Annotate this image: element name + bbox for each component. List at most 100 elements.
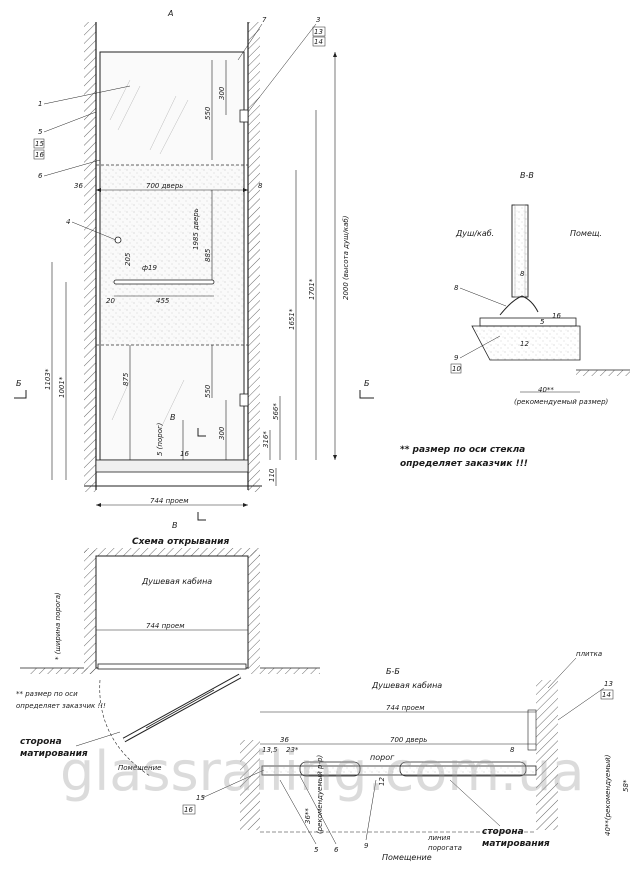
dim-1701: 1701* [308,278,316,300]
callout-16: 16 [35,151,44,159]
bb-dim-13-5: 13,5 [262,746,278,754]
cabin-outline [95,555,249,669]
vv-callout-9: 9 [454,354,459,362]
vv-dim-16: 16 [552,312,561,320]
dim-110: 110 [268,468,276,482]
bb-dim-opening: 744 проем [386,704,425,712]
bb-callout-14: 14 [602,691,611,699]
callout-5: 5 [38,128,43,136]
bb-title: Б-Б [386,667,400,676]
dim-550-bottom: 550 [204,384,212,398]
bb-threshold-line-2: порогата [428,844,462,852]
glass-section [511,204,529,298]
bb-matting-1: сторона [482,827,524,837]
bb-label-threshold: порог [370,753,395,762]
vv-label-shower: Душ/каб. [455,229,494,238]
dim-455: 455 [156,297,170,305]
bb-door-glass [261,765,537,776]
section-b-left: Б [16,379,22,388]
callout-1: 1 [38,100,42,108]
dim-566: 566* [272,403,280,420]
bb-callout-9: 9 [364,842,369,850]
watermark: glassrailing.com.ua [60,740,584,803]
opening-scheme: Схема открывания Душевая кабина 744 прое… [16,537,320,777]
bb-threshold-line-1: линия [427,834,450,842]
bb-label-tile: плитка [576,650,602,658]
dim-1001: 1001* [58,376,66,398]
vv-callout-8: 8 [454,284,459,292]
bb-callout-6: 6 [334,846,339,854]
vv-callout-10: 10 [452,365,461,373]
bb-dim-12: 12 [378,777,386,786]
dim-16: 16 [180,450,189,458]
bb-dim-58: 58* [622,779,630,792]
scheme-label-cabin: Душевая кабина [141,577,212,586]
bb-dim-36-star: 36** [304,808,312,824]
section-vv: В-В Душ/каб. Помещ. 8 5 16 12 40** (реко… [400,171,630,469]
vv-dim-5: 5 [540,318,545,326]
section-bb: Б-Б Душевая кабина плитка 744 проем 36 7… [182,650,630,862]
matted-zone [100,165,244,345]
scheme-matting-2: матирования [20,749,88,759]
callout-14: 14 [314,38,323,46]
dim-opening: 744 проем [150,497,189,505]
seal-profile [499,295,539,316]
dim-5-sill: 5 (порог) [156,422,164,456]
dim-1103: 1103* [44,368,52,390]
dim-right-gap: 8 [258,182,263,190]
bb-label-cabin: Душевая кабина [371,681,442,690]
dimension-arrows [96,52,337,507]
bb-left-wall [240,740,260,830]
bb-right-wall [536,680,558,830]
section-vv-title: В-В [520,171,534,180]
top-hinge [239,109,249,123]
vv-dim-8: 8 [520,270,525,278]
callout-7: 7 [262,16,267,24]
scheme-dim-opening: 744 проем [146,622,185,630]
section-b-right: Б [364,379,370,388]
vv-note-line1: ** размер по оси стекла [400,445,525,455]
right-wall [248,22,260,492]
threshold-top [479,317,577,327]
bb-label-room: Помещение [382,853,432,862]
dim-1651: 1651* [288,308,296,330]
bb-callout-13: 13 [604,680,613,688]
bb-dim-23: 23* [286,746,299,754]
bb-tile [527,709,537,751]
dim-19: ф19 [142,264,157,272]
scheme-door-closed [97,663,247,670]
dim-left-gap: 36 [74,182,83,190]
bb-callout-16: 16 [184,806,193,814]
vv-label-room: Помещ. [570,229,602,238]
callout-6: 6 [38,172,43,180]
vv-note-line2: определяет заказчик !!! [400,459,528,469]
bb-callout-5: 5 [314,846,319,854]
bb-dim-door: 700 дверь [390,736,427,744]
vv-dim-12: 12 [520,340,529,348]
scheme-label-room: Помещение [118,764,161,772]
callout-3: 3 [316,16,320,24]
knob-hole [114,236,122,244]
glass-reflection-lines [109,79,189,431]
door-handle [113,279,215,285]
callout-15: 15 [35,140,44,148]
callout-4: 4 [66,218,70,226]
scheme-matting-1: сторона [20,737,62,747]
vv-dim-40: 40** [538,386,554,394]
vv-dim-note: (рекомендуемый размер) [514,398,609,406]
section-v-top: В [170,413,176,422]
front-view: А 1 5 15 16 6 4 7 3 13 14 700 дверь 36 8… [14,9,374,530]
bb-matting-2: матирования [482,839,550,849]
dim-1985: 1985 дверь [192,208,200,250]
bb-dim-36-note: (рекомендуемый р-р) [316,755,324,834]
scheme-title: Схема открывания [132,537,229,547]
callout-13: 13 [314,28,323,36]
dim-300-bottom: 300 [218,426,226,440]
dim-550-top: 550 [204,106,212,120]
bb-dim-8: 8 [510,746,515,754]
bottom-hinge [239,393,249,407]
dim-20: 20 [106,297,115,305]
bb-dim-36: 36 [280,736,289,744]
